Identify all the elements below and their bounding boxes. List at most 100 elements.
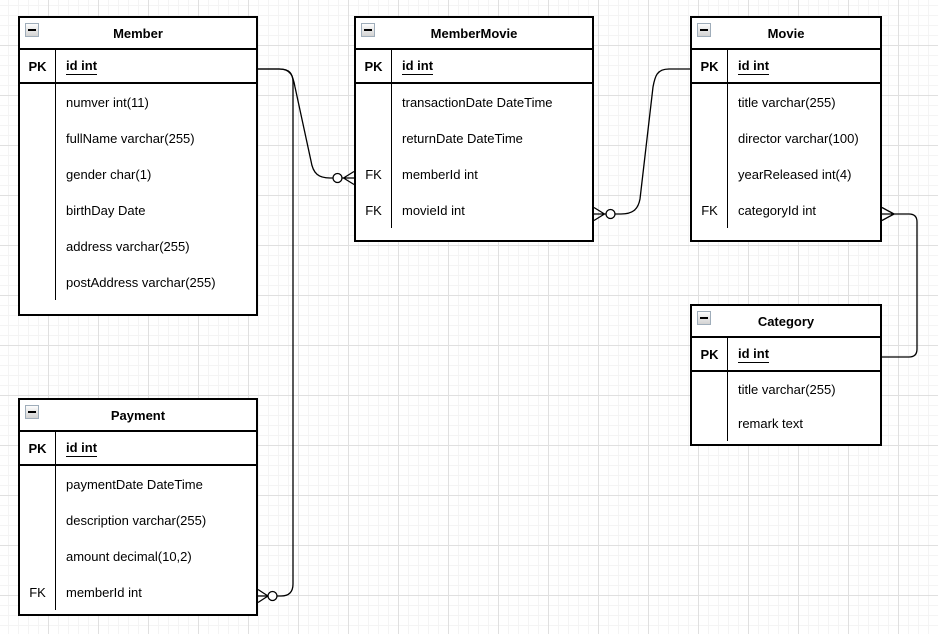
field-text: id int xyxy=(738,57,770,75)
row-member-birthday[interactable]: birthDay Date xyxy=(20,192,256,228)
collapse-minus-icon[interactable] xyxy=(25,405,39,419)
zero-circle-icon xyxy=(267,590,278,602)
row-membermovie-memberid[interactable]: FK memberId int xyxy=(356,156,592,192)
key-label xyxy=(692,84,728,120)
field-text: id int xyxy=(738,345,770,363)
row-payment-memberid[interactable]: FK memberId int xyxy=(20,574,256,610)
entity-member-header[interactable]: Member xyxy=(20,18,256,50)
row-member-address[interactable]: address varchar(255) xyxy=(20,228,256,264)
field-text: movieId int xyxy=(402,202,465,218)
entity-movie[interactable]: Movie PK id int title varchar(255) direc… xyxy=(690,16,882,242)
field-text: id int xyxy=(66,57,98,75)
collapse-minus-icon[interactable] xyxy=(361,23,375,37)
entity-category-header[interactable]: Category xyxy=(692,306,880,338)
entity-category[interactable]: Category PK id int title varchar(255) re… xyxy=(690,304,882,446)
field-text: returnDate DateTime xyxy=(402,130,523,146)
key-label xyxy=(20,502,56,538)
field-text: title varchar(255) xyxy=(738,381,836,397)
row-member-gender[interactable]: gender char(1) xyxy=(20,156,256,192)
row-category-title[interactable]: title varchar(255) xyxy=(692,372,880,407)
crowsfoot-many-icon xyxy=(257,588,269,604)
entity-movie-title: Movie xyxy=(767,25,805,41)
entity-payment[interactable]: Payment PK id int paymentDate DateTime d… xyxy=(18,398,258,616)
entity-member[interactable]: Member PK id int numver int(11) fullName… xyxy=(18,16,258,316)
fk-label: FK xyxy=(356,156,392,192)
entity-payment-header[interactable]: Payment xyxy=(20,400,256,432)
zero-circle-icon xyxy=(332,172,343,184)
field-text: description varchar(255) xyxy=(66,512,207,528)
crowsfoot-many-icon xyxy=(343,170,355,186)
field-text: gender char(1) xyxy=(66,166,152,182)
crowsfoot-many-icon xyxy=(593,206,605,222)
connection-movie-membermovie[interactable] xyxy=(593,68,690,222)
key-label xyxy=(692,372,728,407)
row-membermovie-transactiondate[interactable]: transactionDate DateTime xyxy=(356,84,592,120)
field-text: yearReleased int(4) xyxy=(738,166,852,182)
key-label xyxy=(20,84,56,120)
pk-label: PK xyxy=(356,50,392,82)
connection-category-movie[interactable] xyxy=(881,206,918,358)
row-payment-description[interactable]: description varchar(255) xyxy=(20,502,256,538)
row-member-numver[interactable]: numver int(11) xyxy=(20,84,256,120)
key-label xyxy=(20,466,56,502)
field-text: transactionDate DateTime xyxy=(402,94,553,110)
connection-member-payment[interactable] xyxy=(257,68,294,604)
row-movie-yearreleased[interactable]: yearReleased int(4) xyxy=(692,156,880,192)
pk-label: PK xyxy=(20,50,56,82)
field-text: title varchar(255) xyxy=(738,94,836,110)
key-label xyxy=(692,156,728,192)
row-member-postaddress[interactable]: postAddress varchar(255) xyxy=(20,264,256,300)
connection-member-membermovie[interactable] xyxy=(258,68,355,186)
fk-label: FK xyxy=(692,192,728,228)
pk-label: PK xyxy=(20,432,56,464)
key-label xyxy=(20,156,56,192)
entity-movie-header[interactable]: Movie xyxy=(692,18,880,50)
row-payment-paymentdate[interactable]: paymentDate DateTime xyxy=(20,466,256,502)
row-payment-id[interactable]: PK id int xyxy=(20,432,256,466)
key-label xyxy=(20,192,56,228)
row-movie-id[interactable]: PK id int xyxy=(692,50,880,84)
row-movie-director[interactable]: director varchar(100) xyxy=(692,120,880,156)
field-text: amount decimal(10,2) xyxy=(66,548,192,564)
pk-label: PK xyxy=(692,50,728,82)
entity-membermovie-title: MemberMovie xyxy=(430,25,518,41)
row-movie-categoryid[interactable]: FK categoryId int xyxy=(692,192,880,228)
key-label xyxy=(356,120,392,156)
entity-membermovie-header[interactable]: MemberMovie xyxy=(356,18,592,50)
row-member-fullname[interactable]: fullName varchar(255) xyxy=(20,120,256,156)
row-movie-title[interactable]: title varchar(255) xyxy=(692,84,880,120)
collapse-minus-icon[interactable] xyxy=(25,23,39,37)
key-label xyxy=(356,84,392,120)
field-text: numver int(11) xyxy=(66,94,149,110)
key-label xyxy=(20,120,56,156)
row-category-remark[interactable]: remark text xyxy=(692,406,880,441)
row-membermovie-returndate[interactable]: returnDate DateTime xyxy=(356,120,592,156)
field-text: address varchar(255) xyxy=(66,238,190,254)
key-label xyxy=(20,228,56,264)
entity-membermovie[interactable]: MemberMovie PK id int transactionDate Da… xyxy=(354,16,594,242)
fk-label: FK xyxy=(20,574,56,610)
field-text: id int xyxy=(66,439,98,457)
field-text: birthDay Date xyxy=(66,202,146,218)
row-member-id[interactable]: PK id int xyxy=(20,50,256,84)
key-label xyxy=(692,406,728,441)
row-membermovie-id[interactable]: PK id int xyxy=(356,50,592,84)
row-membermovie-movieid[interactable]: FK movieId int xyxy=(356,192,592,228)
field-text: director varchar(100) xyxy=(738,130,859,146)
entity-category-title: Category xyxy=(757,313,815,329)
field-text: memberId int xyxy=(402,166,478,182)
collapse-minus-icon[interactable] xyxy=(697,23,711,37)
fk-label: FK xyxy=(356,192,392,228)
row-payment-amount[interactable]: amount decimal(10,2) xyxy=(20,538,256,574)
key-label xyxy=(20,538,56,574)
crowsfoot-many-icon xyxy=(881,206,895,222)
entity-member-title: Member xyxy=(113,25,163,41)
collapse-minus-icon[interactable] xyxy=(697,311,711,325)
field-text: remark text xyxy=(738,416,804,432)
field-text: postAddress varchar(255) xyxy=(66,274,216,290)
row-category-id[interactable]: PK id int xyxy=(692,338,880,372)
field-text: categoryId int xyxy=(738,202,817,218)
key-label xyxy=(20,264,56,300)
field-text: id int xyxy=(402,57,434,75)
